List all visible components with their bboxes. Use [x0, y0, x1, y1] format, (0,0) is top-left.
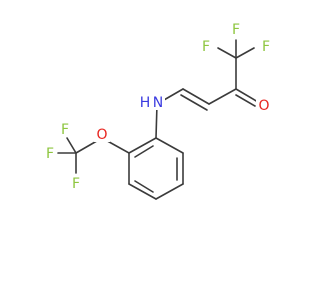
atom-h-on-n: H	[140, 95, 151, 111]
ring-double-3	[134, 145, 154, 158]
atom-n: N	[153, 95, 163, 111]
atom-f-top: F	[232, 22, 240, 38]
bond-c3-c4-b	[180, 94, 208, 111]
bond-c2-o-a	[235, 88, 259, 103]
bond-layer	[57, 39, 259, 200]
bond-c2-c3	[208, 88, 237, 105]
atom-f-cf3-left: F	[46, 146, 54, 162]
bond-c2-o-b	[235, 94, 256, 107]
atom-labels: F F F O H N O F F F	[43, 21, 273, 192]
bond-c3-c4-a	[182, 88, 210, 105]
ring-bond-6	[128, 137, 157, 154]
atom-o-ketone: O	[258, 98, 269, 114]
atom-f-top-left: F	[202, 39, 210, 55]
atom-o-ether: O	[96, 127, 107, 143]
atom-f-cf3-bottom: F	[72, 176, 80, 192]
ring-double-2	[134, 180, 154, 193]
ring-bond-3	[155, 183, 184, 200]
chemical-structure-diagram: F F F O H N O F F F	[43, 21, 273, 200]
atom-f-right: F	[262, 39, 270, 55]
atom-f-cf3-top: F	[61, 122, 69, 138]
bond-c-f-top	[66, 137, 77, 154]
bond-c1-f-left	[217, 47, 237, 59]
bond-c1-f-right	[235, 47, 255, 59]
ring-bond-1	[155, 137, 184, 154]
ring-bond-4	[128, 183, 157, 200]
